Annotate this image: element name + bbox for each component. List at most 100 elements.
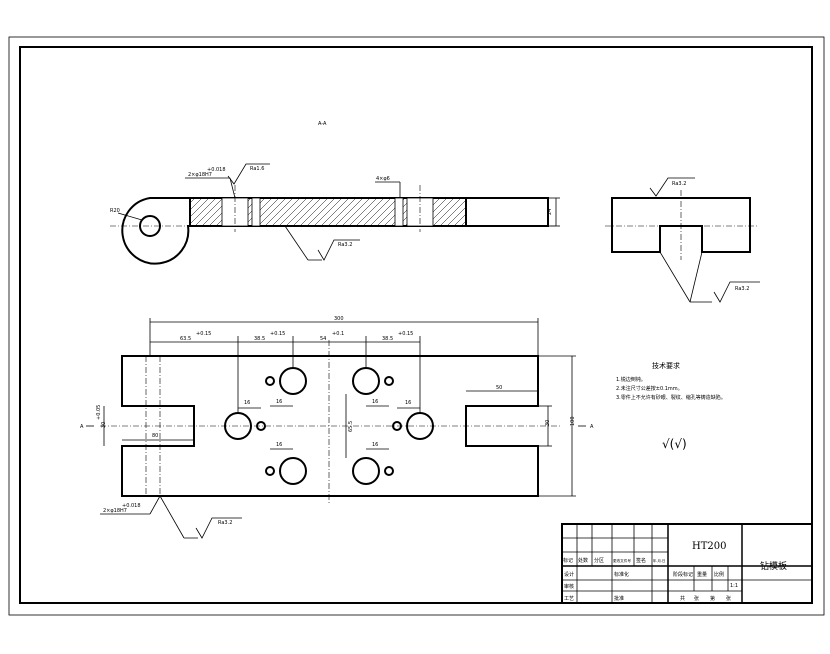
right-inner-dim: 30 [545, 420, 551, 426]
hatch-line [306, 198, 336, 226]
roughness-symbol-top [227, 163, 270, 185]
tb-sheet-2: 张 [694, 595, 699, 602]
hatch-line [453, 213, 466, 226]
hole-dim-3: 16 [244, 400, 250, 406]
title-block: 标记 处数 分区 更改文件号 签名 年.月.日 设计 审核 工艺 标准化 批准 … [561, 523, 813, 604]
side-hole-band-3 [394, 197, 404, 227]
technical-notes: 技术要求 1.锐边倒钝。 2.未注尺寸公差按±0.1mm。 3.零件上不允许有砂… [616, 361, 726, 451]
end-roughness-symbol-bottom [690, 281, 760, 303]
tb-header-5: 签名 [636, 557, 646, 564]
tb-header-3: 分区 [594, 557, 604, 564]
hatch-line [475, 198, 503, 226]
hatch-line [194, 198, 224, 226]
hatch-line [460, 220, 466, 226]
bore-tolerance-sup: +0.018 [207, 167, 226, 173]
hole-top-right [352, 367, 380, 395]
bore-tolerance-label: 2×φ18H7 [188, 172, 212, 178]
hatch-line [190, 198, 210, 218]
section-mark-left: A [80, 424, 84, 430]
end-view: Ra3.2 Ra3.2 [605, 177, 760, 303]
hatch-line [320, 198, 350, 226]
hatch-line [327, 198, 357, 226]
note-item-3: 3.零件上不允许有砂眼、裂纹、缩孔等铸造缺陷。 [616, 394, 726, 401]
tb-sheet-3: 第 [710, 595, 715, 602]
hatch-line [432, 198, 462, 226]
hole-dim-2: 16 [372, 399, 378, 405]
hatch-line [341, 198, 371, 226]
pin-hole-6 [392, 421, 402, 431]
tb-scale-label: 比例 [714, 571, 724, 578]
tb-header-6: 年.月.日 [653, 558, 665, 563]
hole-dim-1: 16 [276, 399, 282, 405]
tb-header-2: 处数 [578, 557, 588, 564]
dim-top-1-tol: +0.15 [196, 331, 211, 337]
hatch-line [190, 198, 196, 204]
tb-scale-value: 1:1 [730, 583, 738, 589]
tb-row-label-2: 审核 [564, 583, 574, 590]
hatch-line [439, 199, 466, 226]
slot-label: 4×φ6 [376, 176, 390, 182]
overall-height-label: 100 [570, 416, 576, 426]
roughness-bottom-label: Ra3.2 [338, 242, 352, 248]
thickness-label: 24 [547, 209, 553, 215]
hole-top-left [279, 367, 307, 395]
hatch-line [264, 198, 294, 226]
left-vert-dim: 30 [101, 422, 107, 428]
note-item-1: 1.锐边倒钝。 [616, 376, 646, 383]
title-block-grid [562, 524, 812, 603]
hatch-area [190, 198, 503, 226]
hatch-line [292, 198, 322, 226]
plan-view: 300 63.5 +0.15 38.5 +0.15 54 +0.1 38.5 +… [80, 316, 594, 539]
section-label: A-A [318, 121, 327, 127]
hatch-line [362, 198, 392, 226]
tb-header-4: 更改文件号 [613, 558, 631, 563]
pin-hole-2 [384, 376, 394, 386]
end-roughness-bottom-label: Ra3.2 [735, 286, 749, 292]
overall-length-label: 300 [334, 316, 344, 322]
hole-dim-5: 16 [276, 442, 282, 448]
roughness-top-label: Ra1.6 [250, 166, 264, 172]
roughness-bottom-leader [284, 225, 309, 261]
tb-stage-label: 阶段标记 [673, 571, 693, 578]
dim-top-4: 38.5 [382, 336, 393, 342]
hatch-line [355, 198, 385, 226]
tb-part-name: 钻模板 [760, 560, 787, 572]
notes-title: 技术要求 [652, 361, 680, 370]
hatch-line [446, 206, 466, 226]
pin-hole-5 [256, 421, 266, 431]
right-slot-dim: 50 [496, 385, 502, 391]
end-roughness-symbol-top [649, 177, 695, 197]
hatch-line [190, 198, 217, 225]
bottom-roughness-label: Ra3.2 [218, 520, 232, 526]
hatch-line [348, 198, 378, 226]
tb-row-label-1: 设计 [564, 571, 574, 578]
dim-top-4-tol: +0.15 [398, 331, 413, 337]
hatch-line [468, 198, 496, 226]
roughness-symbol-bottom [308, 239, 360, 261]
tb-header-1: 标记 [563, 557, 573, 564]
tb-row-label-3: 工艺 [564, 596, 574, 602]
side-view: R20 24 2×φ18H7 +0.018 Ra1.6 4×φ6 Ra3.2 [110, 163, 560, 265]
bottom-roughness-leader [159, 495, 185, 539]
inner-frame [19, 46, 813, 604]
title-block-frame [561, 523, 813, 604]
hatch-line [369, 198, 399, 226]
radius-label: R20 [110, 208, 120, 214]
hole-dim-6: 16 [372, 442, 378, 448]
outer-frame [8, 36, 825, 616]
left-vert-dim-tol: +0.05 [96, 405, 102, 420]
hatch-line [299, 198, 329, 226]
end-leader-1 [659, 251, 691, 303]
bottom-roughness-symbol [184, 517, 242, 539]
section-mark-right: A [590, 424, 594, 430]
note-item-2: 2.未注尺寸公差按±0.1mm。 [616, 385, 683, 392]
hatch-line [313, 198, 343, 226]
hatch-line [334, 198, 364, 226]
end-leader-2 [689, 251, 703, 303]
hatch-line [190, 198, 203, 211]
pin-hole-4 [384, 466, 394, 476]
tb-sheet-1: 共 [680, 595, 685, 602]
tb-std-label: 标准化 [614, 571, 629, 578]
hatch-line [285, 198, 315, 226]
end-roughness-top-label: Ra3.2 [672, 181, 686, 187]
